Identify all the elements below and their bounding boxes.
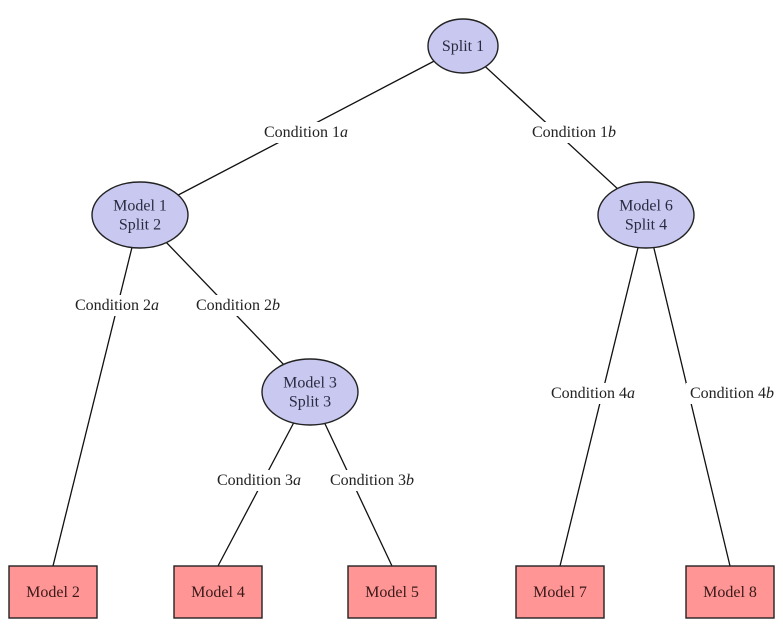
model-node-model7: Model 7: [515, 565, 605, 619]
condition-label: Condition 2b: [191, 295, 285, 316]
condition-label-bg: [527, 122, 621, 143]
split-node-shape: [91, 181, 189, 249]
condition-label-text: Condition 3a: [217, 472, 301, 489]
condition-label-var: a: [340, 124, 348, 141]
model-node-model2: Model 2: [8, 565, 98, 619]
condition-label-var: b: [766, 385, 774, 402]
condition-label-main: Condition 1: [264, 124, 340, 141]
condition-label-var: b: [406, 472, 414, 489]
condition-label-text: Condition 4b: [690, 385, 774, 402]
node-text-line: Split 1: [442, 38, 484, 55]
edge-split2-model2: [52, 214, 141, 567]
node-text-line: Split 4: [625, 217, 667, 234]
node-text-line: Model 4: [191, 584, 245, 601]
condition-label-main: Condition 2: [196, 297, 272, 314]
condition-label-bg: [259, 122, 353, 143]
condition-label-text: Condition 2a: [75, 297, 159, 314]
split-node-split2: Model 1 Split 2: [91, 181, 189, 249]
condition-label-text: Condition 2b: [196, 297, 280, 314]
condition-label-main: Condition 4: [690, 385, 766, 402]
condition-label-bg: [546, 383, 640, 404]
node-text-line: Model 1: [113, 198, 167, 215]
condition-label-main: Condition 1: [532, 124, 608, 141]
condition-label-bg: [212, 470, 306, 491]
condition-label: Condition 3b: [325, 470, 419, 491]
condition-label-text: Condition 4a: [551, 385, 635, 402]
condition-label-bg: [191, 295, 285, 316]
model-node-shape: [173, 565, 263, 619]
condition-label-bg: [685, 383, 779, 404]
condition-label: Condition 4b: [685, 383, 779, 404]
model-node-shape: [8, 565, 98, 619]
condition-label-var: a: [627, 385, 635, 402]
condition-label-var: a: [151, 297, 159, 314]
model-node-shape: [685, 565, 775, 619]
split-node-shape: [597, 181, 695, 249]
split-node-split3: Model 3 Split 3: [261, 358, 359, 426]
node-text-line: Model 3: [283, 375, 337, 392]
split-node-split1: Split 1: [427, 18, 499, 74]
condition-label-var: a: [293, 472, 301, 489]
model-node-model5: Model 5: [347, 565, 437, 619]
model-node-model8: Model 8: [685, 565, 775, 619]
condition-label-text: Condition 1b: [532, 124, 616, 141]
condition-label-main: Condition 4: [551, 385, 627, 402]
condition-label-text: Condition 1a: [264, 124, 348, 141]
condition-label: Condition 1a: [259, 122, 353, 143]
condition-label-main: Condition 3: [330, 472, 406, 489]
condition-label-var: b: [272, 297, 280, 314]
condition-label: Condition 2a: [70, 295, 164, 316]
node-text-line: Split 3: [289, 394, 331, 411]
node-text-line: Model 5: [365, 584, 419, 601]
condition-label-main: Condition 2: [75, 297, 151, 314]
split-node-shape: [427, 18, 499, 74]
condition-label: Condition 3a: [212, 470, 306, 491]
condition-label-var: b: [608, 124, 616, 141]
node-text-line: Model 8: [703, 584, 757, 601]
node-text-line: Model 7: [533, 584, 587, 601]
model-node-shape: [347, 565, 437, 619]
condition-label-text: Condition 3b: [330, 472, 414, 489]
condition-label-main: Condition 3: [217, 472, 293, 489]
condition-label-bg: [325, 470, 419, 491]
node-text-line: Model 2: [26, 584, 80, 601]
model-node-model4: Model 4: [173, 565, 263, 619]
split-node-shape: [261, 358, 359, 426]
condition-label: Condition 4a: [546, 383, 640, 404]
model-node-shape: [515, 565, 605, 619]
condition-label: Condition 1b: [527, 122, 621, 143]
node-text-line: Model 6: [619, 198, 673, 215]
node-text-line: Split 2: [119, 217, 161, 234]
split-node-split4: Model 6 Split 4: [597, 181, 695, 249]
condition-label-bg: [70, 295, 164, 316]
